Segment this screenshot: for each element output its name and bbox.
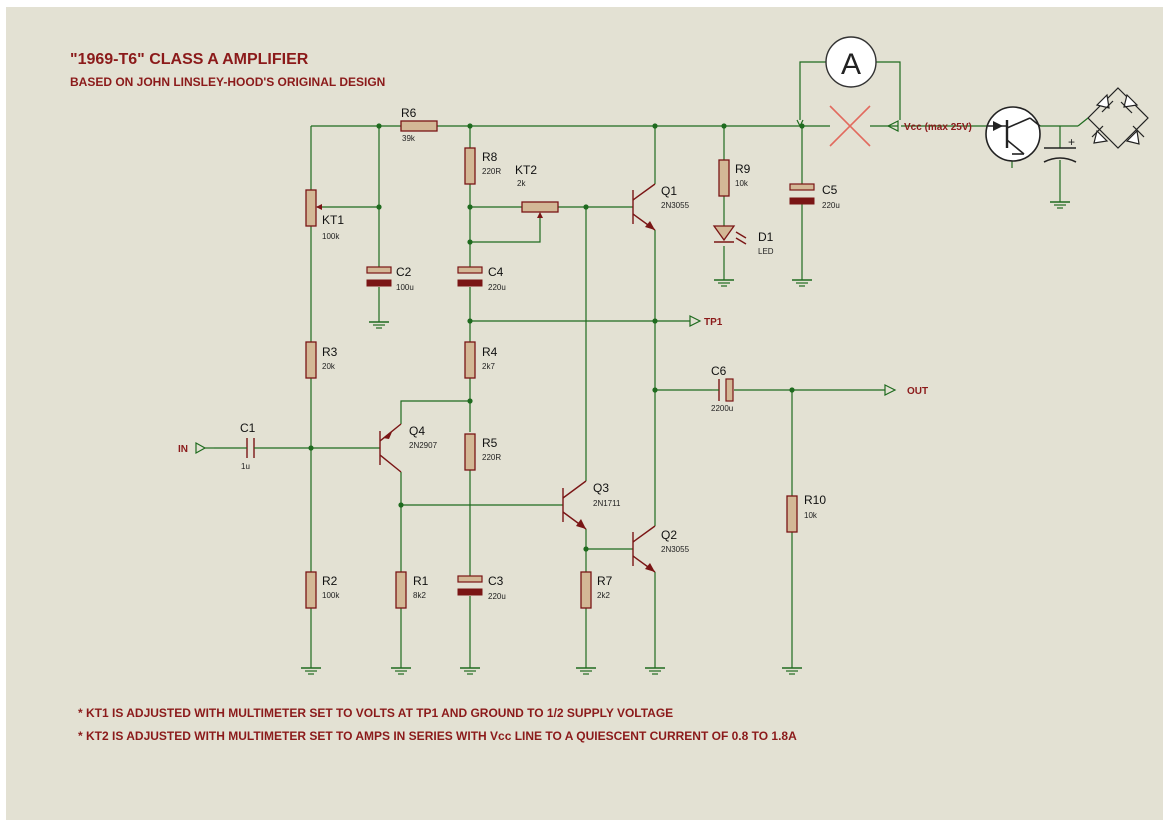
svg-text:R4: R4 [482, 345, 498, 359]
regulator-transistor [985, 106, 1041, 162]
resistor-r5: R5 220R [464, 433, 501, 471]
sheet-background [6, 7, 1163, 820]
capacitor-c4: C4 220u [457, 265, 506, 292]
svg-text:R10: R10 [804, 493, 826, 507]
svg-text:C5: C5 [822, 183, 838, 197]
svg-text:C2: C2 [396, 265, 412, 279]
ammeter: A [825, 36, 877, 88]
page-title: "1969-T6" CLASS A AMPLIFIER [70, 51, 309, 68]
resistor-r4: R4 2k7 [464, 341, 498, 379]
svg-text:Vcc (max 25V): Vcc (max 25V) [904, 122, 972, 133]
port-in: IN [178, 441, 214, 455]
svg-text:R7: R7 [597, 574, 613, 588]
resistor-r6: R6 39k [400, 106, 438, 143]
svg-text:2200u: 2200u [711, 404, 733, 413]
svg-text:R8: R8 [482, 150, 498, 164]
svg-text:2k: 2k [517, 179, 526, 188]
svg-text:2N3055: 2N3055 [661, 545, 690, 554]
svg-text:20k: 20k [322, 362, 336, 371]
page-subtitle: BASED ON JOHN LINSLEY-HOOD'S ORIGINAL DE… [70, 75, 385, 89]
vcc-break-cross [829, 105, 871, 147]
svg-text:2k2: 2k2 [597, 591, 610, 600]
svg-text:C3: C3 [488, 574, 504, 588]
note-kt2: * KT2 IS ADJUSTED WITH MULTIMETER SET TO… [78, 729, 797, 743]
capacitor-c6: C6 2200u [711, 364, 734, 413]
svg-text:39k: 39k [402, 134, 416, 143]
svg-text:KT2: KT2 [515, 163, 537, 177]
svg-text:IN: IN [178, 444, 188, 455]
svg-text:2N1711: 2N1711 [593, 499, 621, 508]
bridge-rectifier [1077, 87, 1149, 149]
svg-text:D1: D1 [758, 230, 774, 244]
transistor-q2: Q2 2N3055 [632, 525, 690, 573]
svg-text:R3: R3 [322, 345, 338, 359]
resistor-r9: R9 10k [718, 159, 751, 197]
capacitor-c5: C5 220u [789, 183, 840, 210]
svg-text:100k: 100k [322, 591, 340, 600]
svg-text:2N3055: 2N3055 [661, 201, 690, 210]
transistor-q3: Q3 2N1711 [562, 480, 621, 530]
svg-text:220u: 220u [488, 592, 506, 601]
capacitor-c3: C3 220u [457, 574, 506, 601]
svg-text:C1: C1 [240, 421, 256, 435]
svg-text:R6: R6 [401, 106, 417, 120]
svg-text:220R: 220R [482, 453, 501, 462]
svg-text:Q4: Q4 [409, 424, 425, 438]
trimmer-kt1: KT1 100k [305, 189, 344, 241]
resistor-r7: R7 2k2 [580, 571, 613, 609]
svg-text:OUT: OUT [907, 386, 928, 397]
port-out: OUT [884, 384, 928, 397]
svg-text:2N2907: 2N2907 [409, 441, 438, 450]
svg-text:220u: 220u [822, 201, 840, 210]
svg-text:R1: R1 [413, 574, 429, 588]
led-d1: D1 LED [712, 225, 774, 256]
svg-text:220R: 220R [482, 167, 501, 176]
note-kt1: * KT1 IS ADJUSTED WITH MULTIMETER SET TO… [78, 706, 673, 720]
trimmer-kt2: KT2 2k [515, 163, 559, 218]
svg-text:Q2: Q2 [661, 528, 677, 542]
resistor-r8: R8 220R [464, 147, 501, 185]
svg-text:LED: LED [758, 247, 774, 256]
svg-text:+: + [1068, 135, 1075, 149]
svg-text:C4: C4 [488, 265, 504, 279]
svg-text:C6: C6 [711, 364, 727, 378]
svg-text:TP1: TP1 [704, 317, 723, 328]
port-vcc: Vcc (max 25V) [796, 119, 972, 133]
svg-text:2k7: 2k7 [482, 362, 495, 371]
svg-text:10k: 10k [804, 511, 818, 520]
svg-text:220u: 220u [488, 283, 506, 292]
capacitor-c2: C2 100u [366, 265, 414, 292]
svg-text:KT1: KT1 [322, 213, 344, 227]
svg-text:R5: R5 [482, 436, 498, 450]
svg-text:100k: 100k [322, 232, 340, 241]
svg-text:R2: R2 [322, 574, 338, 588]
resistor-r2: R2 100k [305, 571, 340, 609]
resistor-r10: R10 10k [786, 493, 826, 533]
svg-text:A: A [841, 48, 861, 81]
svg-text:Q1: Q1 [661, 184, 677, 198]
svg-text:R9: R9 [735, 162, 751, 176]
svg-text:Q3: Q3 [593, 481, 609, 495]
wires [214, 61, 1078, 662]
capacitor-c1: C1 1u [240, 421, 260, 471]
svg-text:1u: 1u [241, 462, 250, 471]
resistor-r1: R1 8k2 [395, 571, 429, 609]
transistor-q4: Q4 2N2907 [379, 423, 438, 473]
port-tp1: TP1 [689, 315, 723, 328]
svg-text:100u: 100u [396, 283, 414, 292]
filter-capacitor: + [1043, 135, 1077, 163]
svg-text:8k2: 8k2 [413, 591, 426, 600]
resistor-r3: R3 20k [305, 341, 338, 379]
transistor-q1: Q1 2N3055 [632, 183, 690, 231]
svg-text:10k: 10k [735, 179, 749, 188]
